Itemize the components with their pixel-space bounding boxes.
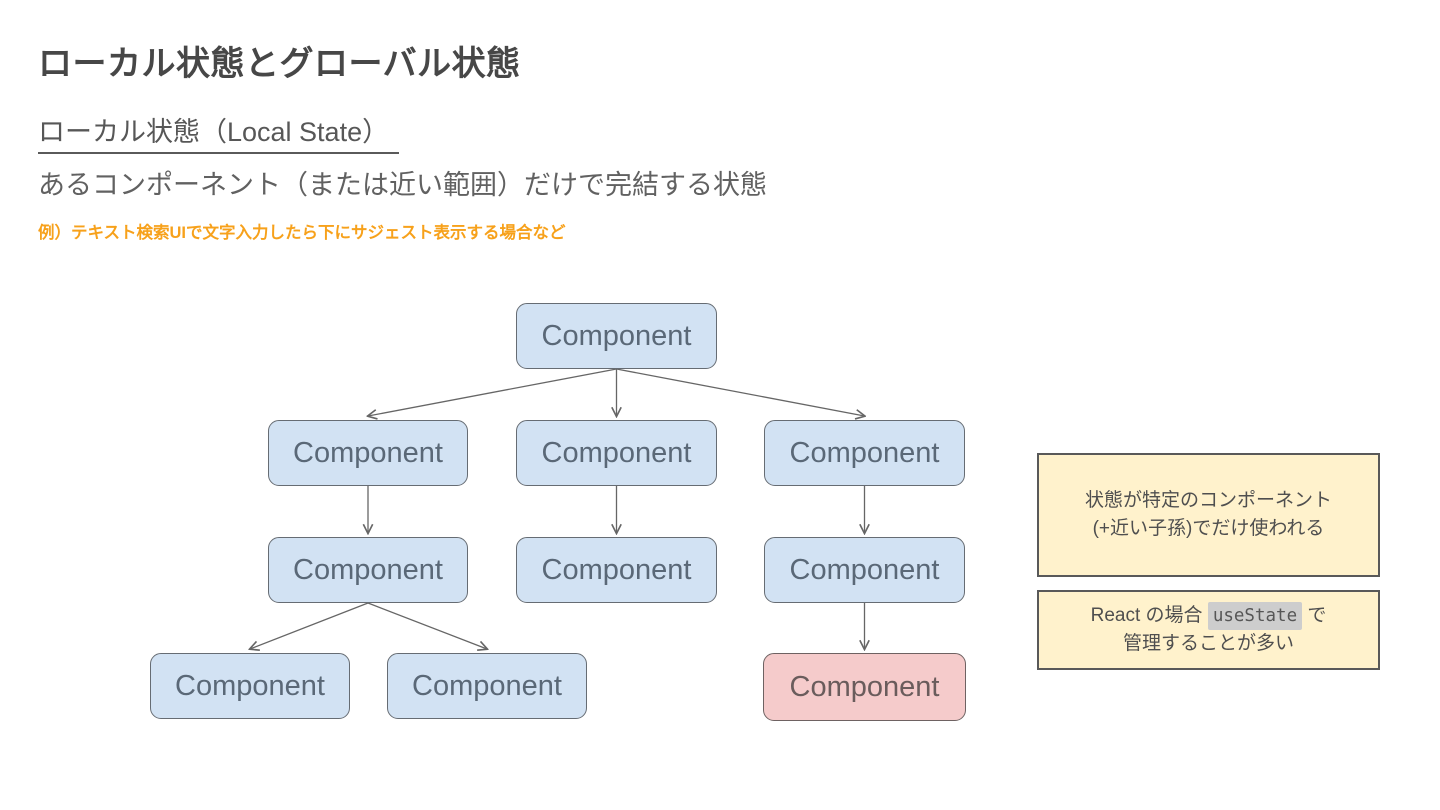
component-node: Component (387, 653, 587, 719)
example-note: 例）テキスト検索UIで文字入力したら下にサジェスト表示する場合など (38, 224, 566, 242)
tree-edge (616, 368, 865, 416)
component-node: Component (516, 537, 717, 603)
note-text-prefix: React の場合 (1090, 605, 1208, 626)
slide-title: ローカル状態とグローバル状態 (38, 45, 521, 83)
component-node: Component (268, 537, 468, 603)
component-node: Component (764, 420, 965, 486)
tree-edge (368, 368, 617, 416)
component-node: Component (150, 653, 350, 719)
tree-edge (367, 602, 487, 649)
note-text-suffix: で (1302, 605, 1327, 626)
section-heading-text: ローカル状態（Local State） (38, 110, 400, 154)
note-line: (+近い子孫)でだけ使われる (1092, 518, 1325, 539)
component-node-highlighted: Component (763, 653, 966, 721)
component-node: Component (516, 303, 717, 369)
section-heading: ローカル状態（Local State） (38, 110, 400, 154)
tree-edge (250, 602, 369, 649)
code-chip-usestate: useState (1207, 602, 1303, 630)
note-line: React の場合 useState で (1090, 602, 1327, 630)
note-line: 管理することが多い (1122, 633, 1294, 654)
note-line: 状態が特定のコンポーネント (1084, 490, 1332, 511)
note-box-usage: 状態が特定のコンポーネント (+近い子孫)でだけ使われる (1037, 453, 1380, 577)
component-node: Component (268, 420, 468, 486)
component-node: Component (516, 420, 717, 486)
component-node: Component (764, 537, 965, 603)
note-box-react: React の場合 useState で 管理することが多い (1037, 590, 1380, 670)
section-description: あるコンポーネント（または近い範囲）だけで完結する状態 (38, 170, 767, 200)
